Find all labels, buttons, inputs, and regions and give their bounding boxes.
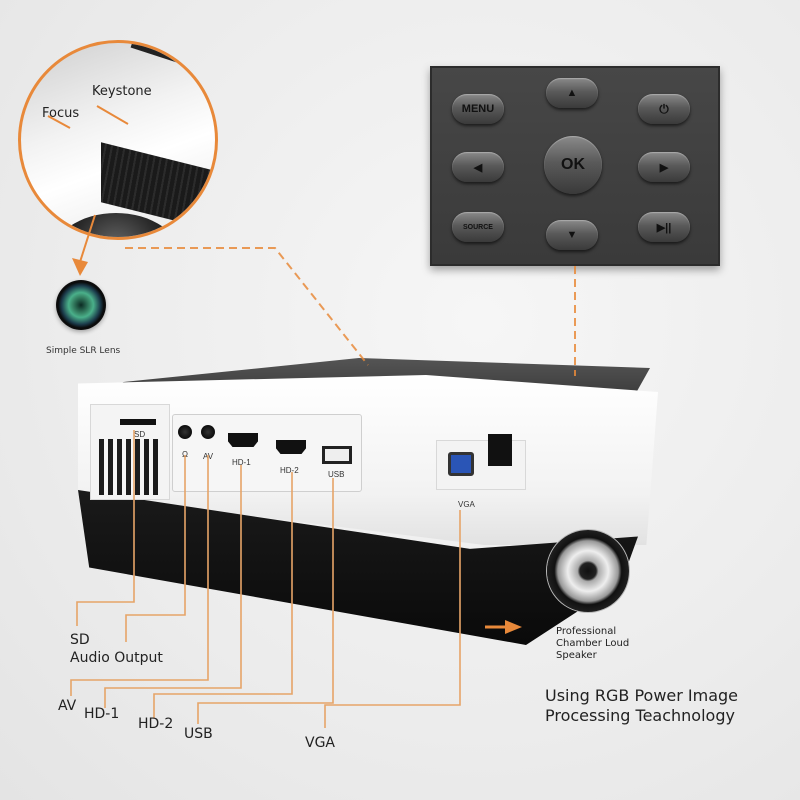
audio-port-label: Ω	[182, 450, 188, 459]
control-panel-callout: MENU ▲ ⏻ ◀ OK ▶ SOURCE ▼ ▶||	[430, 66, 720, 266]
focus-keystone-zoom-callout	[18, 40, 218, 240]
legend-vga: VGA	[305, 735, 336, 751]
menu-button[interactable]: MENU	[452, 94, 504, 124]
ok-button[interactable]: OK	[544, 136, 602, 194]
speaker-icon	[547, 530, 629, 612]
right-arrow-button[interactable]: ▶	[638, 152, 690, 182]
power-button[interactable]: ⏻	[638, 94, 690, 124]
up-arrow-button[interactable]: ▲	[546, 78, 598, 108]
usb-port	[322, 446, 352, 464]
legend-audio-output: Audio Output	[70, 650, 163, 666]
usb-port-label: USB	[328, 470, 345, 479]
down-arrow-button[interactable]: ▼	[546, 220, 598, 250]
left-arrow-button[interactable]: ◀	[452, 152, 504, 182]
lens-label: Simple SLR Lens	[46, 346, 121, 356]
hdmi-2-port	[276, 440, 306, 454]
ir-receiver	[488, 434, 512, 466]
sd-card-slot	[120, 419, 156, 425]
vga-port	[448, 452, 474, 476]
hd2-port-label: HD-2	[280, 466, 299, 475]
legend-hd1: HD-1	[84, 706, 120, 722]
hd1-port-label: HD-1	[232, 458, 251, 467]
legend-av: AV	[58, 698, 77, 714]
tagline: Using RGB Power Image Processing Teachno…	[545, 686, 739, 725]
sd-vent-panel	[90, 404, 170, 500]
legend-sd: SD	[70, 632, 90, 648]
audio-jack	[178, 425, 192, 439]
camera-lens-icon	[56, 280, 106, 330]
keystone-label: Keystone	[92, 84, 152, 99]
source-button[interactable]: SOURCE	[452, 212, 504, 242]
sd-port-label: SD	[134, 430, 146, 439]
play-pause-button[interactable]: ▶||	[638, 212, 690, 242]
hdmi-1-port	[228, 433, 258, 447]
av-jack	[201, 425, 215, 439]
speaker-label: Professional Chamber Loud Speaker	[556, 626, 630, 661]
vga-port-label: VGA	[458, 500, 475, 509]
legend-hd2: HD-2	[138, 716, 174, 732]
legend-usb: USB	[184, 726, 213, 742]
